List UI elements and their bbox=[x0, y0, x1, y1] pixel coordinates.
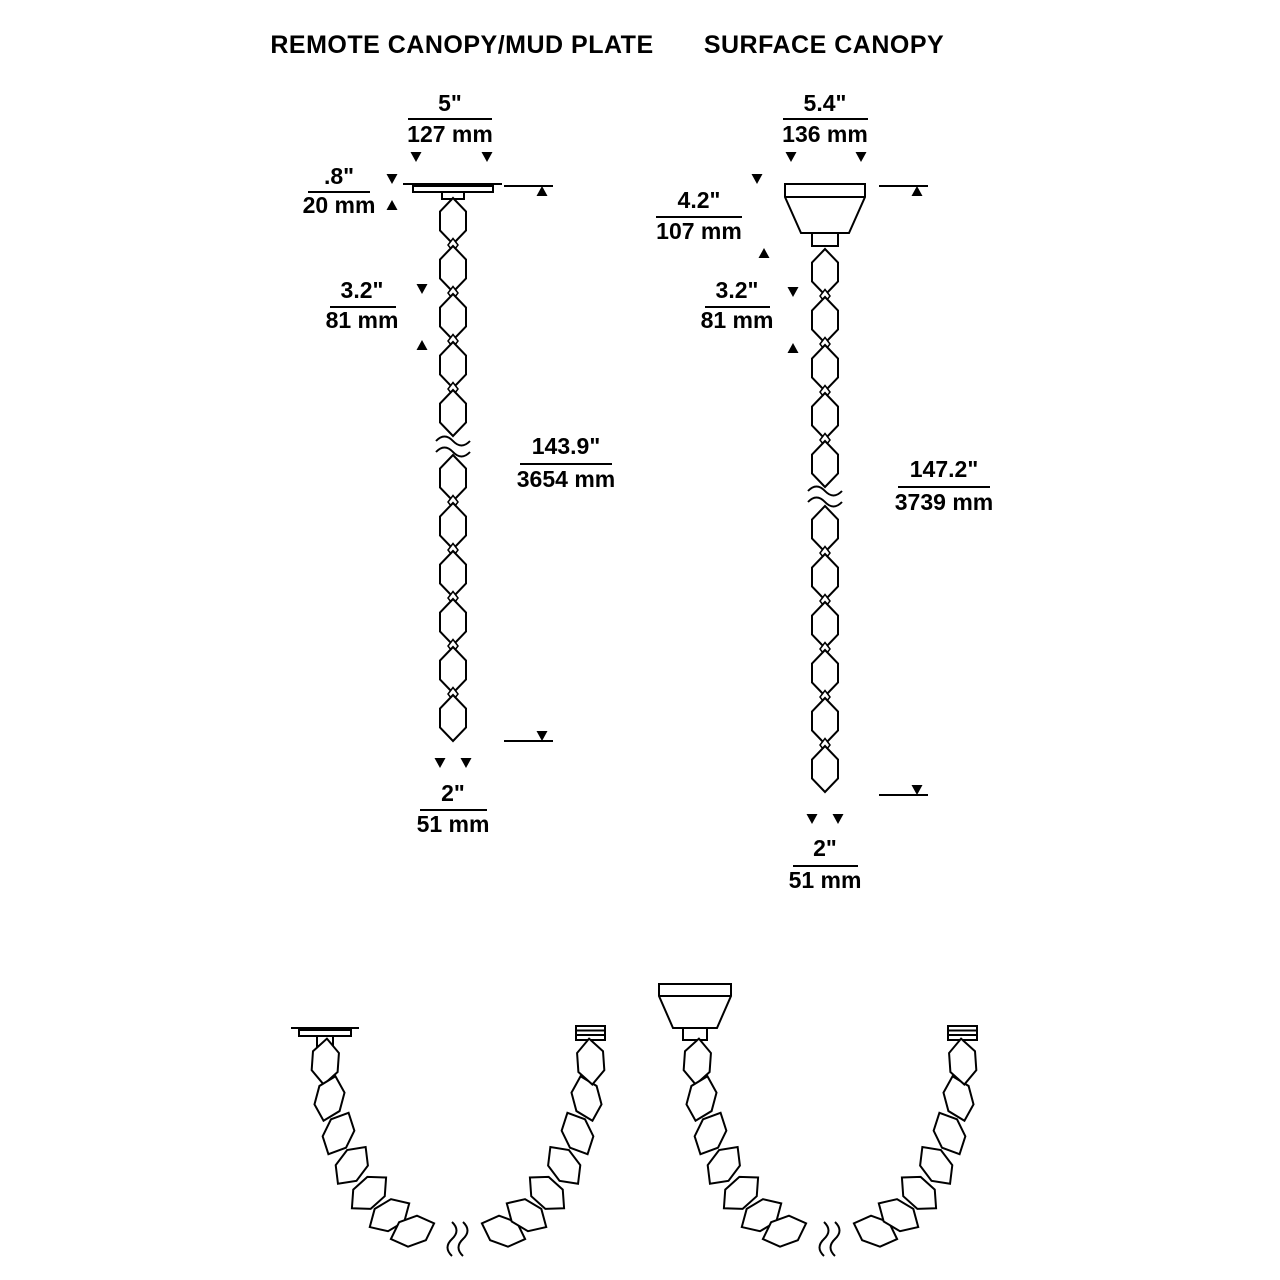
arrow-up-icon bbox=[758, 248, 770, 258]
surface-link-inches: 3.2" bbox=[716, 277, 759, 303]
arrow-up-icon bbox=[911, 186, 923, 196]
chain-link bbox=[811, 392, 839, 440]
coupler bbox=[947, 1025, 978, 1041]
chain-link bbox=[811, 697, 839, 745]
remote-link-width-dimension: 2" 51 mm bbox=[417, 758, 490, 837]
surface-length-dimension: 147.2" 3739 mm bbox=[879, 185, 993, 796]
chain-link bbox=[811, 649, 839, 697]
remote-link-mm: 81 mm bbox=[326, 307, 399, 333]
remote-width-mm: 127 mm bbox=[407, 121, 493, 147]
chain-link bbox=[439, 598, 467, 646]
surface-chain bbox=[807, 248, 843, 793]
arrow-down-icon bbox=[416, 284, 428, 294]
surface-length-inches: 147.2" bbox=[910, 456, 978, 482]
canopy-shade bbox=[658, 983, 732, 1029]
remote-mud-plate bbox=[403, 183, 502, 200]
remote-width-dimension: 5" 127 mm bbox=[407, 90, 493, 162]
arrow-up-icon bbox=[416, 340, 428, 350]
remote-title: REMOTE CANOPY/MUD PLATE bbox=[270, 31, 653, 59]
arrow-down-icon bbox=[806, 814, 818, 824]
surface-canopy-height-dimension: 4.2" 107 mm bbox=[656, 174, 770, 258]
chain-link bbox=[439, 502, 467, 550]
surface-width-dimension: 5.4" 136 mm bbox=[782, 90, 868, 162]
surface-canopy-body bbox=[784, 183, 866, 247]
remote-chain bbox=[435, 197, 471, 742]
arrow-down-icon bbox=[481, 152, 493, 162]
chain-link bbox=[439, 694, 467, 742]
chain-link bbox=[439, 245, 467, 293]
canopy-neck bbox=[811, 232, 839, 247]
break-symbol-icon bbox=[446, 1221, 469, 1257]
arrow-down-icon bbox=[832, 814, 844, 824]
arrow-up-icon bbox=[386, 200, 398, 210]
remote-link-dimension: 3.2" 81 mm bbox=[326, 277, 428, 350]
remote-canopy-height-inches: .8" bbox=[324, 163, 354, 189]
surface-link-mm: 81 mm bbox=[701, 307, 774, 333]
chain-link bbox=[811, 553, 839, 601]
surface-title: SURFACE CANOPY bbox=[704, 31, 944, 59]
break-symbol-icon bbox=[818, 1221, 841, 1257]
surface-canopy-height-mm: 107 mm bbox=[656, 218, 742, 244]
remote-link-width-inches: 2" bbox=[441, 780, 465, 806]
arrow-down-icon bbox=[751, 174, 763, 184]
break-symbol-icon bbox=[807, 485, 843, 508]
remote-length-dimension: 143.9" 3654 mm bbox=[504, 185, 615, 742]
coupler bbox=[575, 1025, 606, 1041]
swag-chain bbox=[681, 1036, 979, 1257]
remote-canopy-height-mm: 20 mm bbox=[303, 192, 376, 218]
chain-link bbox=[439, 454, 467, 502]
chain-link bbox=[811, 440, 839, 488]
surface-width-mm: 136 mm bbox=[782, 121, 868, 147]
arrow-down-icon bbox=[536, 731, 548, 741]
swag-remote-drawing bbox=[291, 1025, 607, 1257]
chain-link bbox=[811, 344, 839, 392]
arrow-down-icon bbox=[386, 174, 398, 184]
chain-link bbox=[439, 646, 467, 694]
surface-canopy-height-inches: 4.2" bbox=[678, 187, 721, 213]
surface-link-width-mm: 51 mm bbox=[789, 867, 862, 893]
remote-canopy-height-dimension: .8" 20 mm bbox=[303, 163, 398, 218]
remote-link-inches: 3.2" bbox=[341, 277, 384, 303]
arrow-down-icon bbox=[434, 758, 446, 768]
chain-link bbox=[439, 197, 467, 245]
chain-link bbox=[439, 341, 467, 389]
arrow-up-icon bbox=[536, 186, 548, 196]
remote-length-mm: 3654 mm bbox=[517, 466, 615, 492]
canopy-neck bbox=[682, 1027, 708, 1041]
surface-link-width-dimension: 2" 51 mm bbox=[789, 814, 862, 893]
arrow-down-icon bbox=[911, 785, 923, 795]
arrow-down-icon bbox=[785, 152, 797, 162]
arrow-down-icon bbox=[855, 152, 867, 162]
coupler-body bbox=[947, 1025, 978, 1041]
break-symbol-icon bbox=[435, 435, 471, 458]
arrow-down-icon bbox=[410, 152, 422, 162]
chain-link bbox=[439, 550, 467, 598]
swag-surface-drawing bbox=[658, 983, 979, 1257]
surface-width-inches: 5.4" bbox=[804, 90, 847, 116]
remote-width-inches: 5" bbox=[438, 90, 462, 116]
remote-length-inches: 143.9" bbox=[532, 433, 600, 459]
coupler-body bbox=[575, 1025, 606, 1041]
chain-link bbox=[811, 505, 839, 553]
surface-link-width-inches: 2" bbox=[813, 835, 837, 861]
arrow-up-icon bbox=[787, 343, 799, 353]
remote-link-width-mm: 51 mm bbox=[417, 811, 490, 837]
chain-link bbox=[811, 745, 839, 793]
chain-link bbox=[439, 389, 467, 437]
chain-link bbox=[439, 293, 467, 341]
chain-link bbox=[811, 248, 839, 296]
surface-link-dimension: 3.2" 81 mm bbox=[701, 277, 799, 353]
chain-link bbox=[811, 601, 839, 649]
surface-canopy-body-small bbox=[658, 983, 732, 1041]
arrow-down-icon bbox=[460, 758, 472, 768]
surface-length-mm: 3739 mm bbox=[895, 489, 993, 515]
swag-chain bbox=[309, 1036, 607, 1257]
arrow-down-icon bbox=[787, 287, 799, 297]
chain-link bbox=[811, 296, 839, 344]
canopy-shade bbox=[784, 183, 866, 234]
